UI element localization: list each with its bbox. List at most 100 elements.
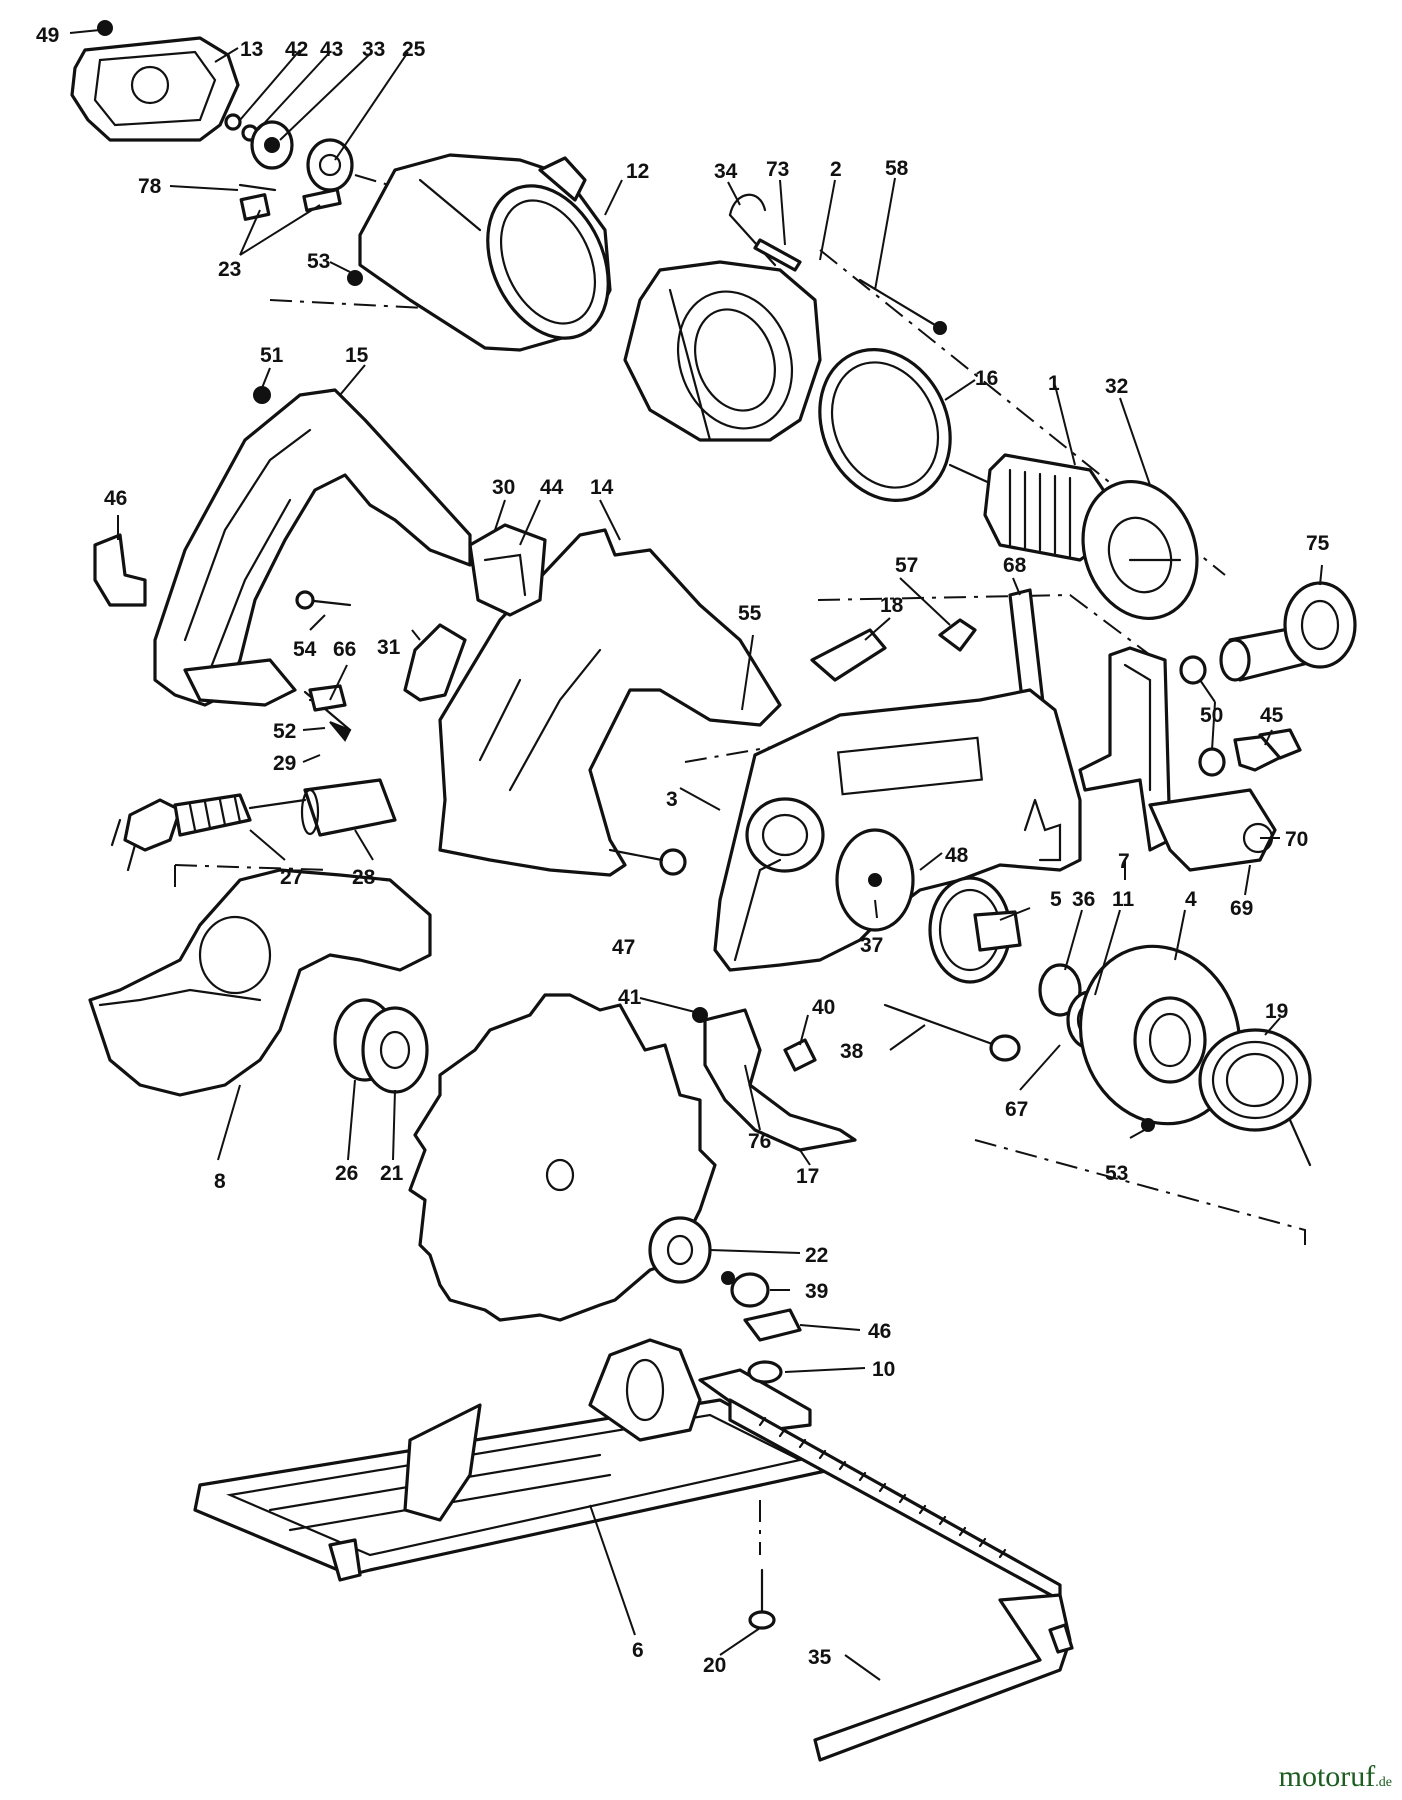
callout-67: 67 — [1005, 1098, 1028, 1121]
callout-11: 11 — [1112, 888, 1135, 911]
callout-69: 69 — [1230, 897, 1253, 920]
lower-blade-guard — [88, 868, 432, 1097]
drive-gear — [928, 876, 1022, 984]
lock-knob-upper — [93, 533, 147, 607]
callout-3: 3 — [666, 788, 678, 811]
callout-46-left: 46 — [104, 487, 127, 510]
callout-27: 27 — [280, 866, 303, 889]
callout-26: 26 — [335, 1162, 358, 1185]
bearings — [224, 113, 354, 192]
callout-4: 4 — [1185, 888, 1197, 911]
callout-1: 1 — [1048, 372, 1060, 395]
callout-12: 12 — [626, 160, 649, 183]
field-stator — [623, 260, 822, 442]
blade-flange — [648, 1216, 770, 1308]
small-screws — [253, 386, 352, 742]
watermark-name: motoruf — [1278, 1760, 1376, 1793]
callout-47: 47 — [612, 936, 635, 959]
callout-8: 8 — [214, 1170, 226, 1193]
callout-29: 29 — [273, 752, 296, 775]
callout-73: 73 — [766, 158, 789, 181]
callout-23: 23 — [218, 258, 241, 281]
callout-19: 19 — [1265, 1000, 1288, 1023]
callout-70: 70 — [1285, 828, 1308, 851]
callout-68: 68 — [1003, 554, 1027, 577]
callout-51: 51 — [260, 344, 284, 367]
callout-17: 17 — [796, 1165, 819, 1188]
depth-bracket — [1008, 588, 1277, 872]
callout-41: 41 — [618, 986, 642, 1009]
callout-6: 6 — [632, 1639, 644, 1662]
callout-5: 5 — [1050, 888, 1062, 911]
stator-ring — [818, 348, 952, 502]
callout-76: 76 — [748, 1130, 771, 1153]
return-spring — [1198, 1028, 1312, 1167]
callout-42: 42 — [285, 38, 308, 61]
upper-blade-guard — [713, 688, 1082, 972]
watermark-logo: motoruf.de — [1279, 1760, 1392, 1794]
auxiliary-knob — [1219, 581, 1357, 682]
callout-78: 78 — [138, 175, 162, 198]
spring-clip — [728, 193, 802, 272]
callout-44: 44 — [540, 476, 564, 499]
callout-13: 13 — [240, 38, 263, 61]
callout-33: 33 — [362, 38, 385, 61]
motor-end-cap — [70, 20, 240, 142]
callout-50: 50 — [1200, 704, 1223, 727]
long-screw — [858, 278, 947, 335]
callout-49: 49 — [36, 24, 59, 47]
washer-47 — [608, 848, 687, 876]
gear-housing — [438, 528, 782, 877]
callout-35: 35 — [808, 1646, 832, 1669]
callout-25: 25 — [402, 38, 426, 61]
capacitor — [403, 623, 467, 702]
callout-14: 14 — [590, 476, 614, 499]
callout-30: 30 — [492, 476, 515, 499]
callout-39: 39 — [805, 1280, 828, 1303]
callout-21: 21 — [380, 1162, 404, 1185]
callout-45: 45 — [1260, 704, 1284, 727]
callout-7: 7 — [1118, 850, 1130, 873]
callout-2: 2 — [830, 158, 842, 181]
callout-55: 55 — [738, 602, 762, 625]
parallel-guide — [698, 1308, 1074, 1762]
spindle-bolt — [883, 1003, 1021, 1062]
callout-32: 32 — [1105, 375, 1128, 398]
callout-37: 37 — [860, 934, 883, 957]
callout-36: 36 — [1072, 888, 1095, 911]
riving-knife — [692, 1007, 857, 1152]
callout-labels: 49 13 42 43 33 25 12 34 73 2 58 78 23 53… — [36, 24, 1330, 1677]
callout-34: 34 — [714, 160, 738, 183]
callout-10: 10 — [872, 1358, 895, 1381]
main-handle — [153, 388, 472, 707]
trigger-switch — [468, 523, 547, 617]
leader-lines — [69, 29, 1323, 1681]
callout-53-top: 53 — [307, 250, 330, 273]
motor-housing — [347, 153, 612, 352]
callout-48: 48 — [945, 844, 969, 867]
base-screw — [748, 1568, 776, 1630]
callout-53-bottom: 53 — [1105, 1162, 1128, 1185]
callout-15: 15 — [345, 344, 369, 367]
callout-58: 58 — [885, 157, 909, 180]
guard-bearings — [333, 998, 429, 1094]
callout-66: 66 — [333, 638, 356, 661]
callout-43: 43 — [320, 38, 343, 61]
callout-16: 16 — [975, 367, 998, 390]
power-cord — [110, 778, 397, 872]
guard-clips — [810, 618, 977, 682]
callout-31: 31 — [377, 636, 401, 659]
callout-28: 28 — [352, 866, 376, 889]
carbon-brushes — [238, 183, 342, 221]
callout-75: 75 — [1306, 532, 1330, 555]
callout-54: 54 — [293, 638, 317, 661]
saw-blade — [408, 993, 717, 1322]
callout-46-bottom: 46 — [868, 1320, 891, 1343]
callout-38: 38 — [840, 1040, 864, 1063]
callout-20: 20 — [703, 1654, 726, 1677]
callout-52: 52 — [273, 720, 296, 743]
callout-57: 57 — [895, 554, 918, 577]
callout-18: 18 — [880, 594, 904, 617]
callout-40: 40 — [812, 996, 835, 1019]
